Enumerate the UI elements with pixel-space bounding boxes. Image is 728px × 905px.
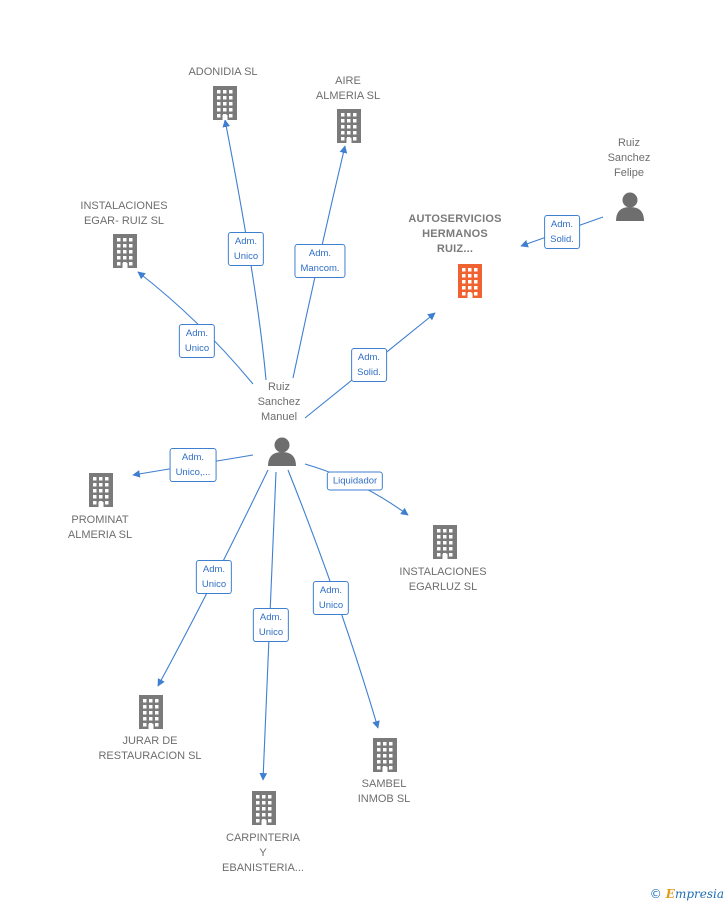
brand-initial: E [665,887,675,901]
node-label-line: EBANISTERIA... [222,862,304,874]
edge-label-line: Unico [233,251,259,262]
edge-label-prominat[interactable]: Adm. Unico,... [169,448,217,482]
node-label-line: RUIZ... [436,243,474,255]
node-label-line: PROMINAT [71,514,129,526]
node-label-line: EGAR- RUIZ SL [83,215,165,227]
node-label-line: RESTAURACION SL [98,750,202,762]
node-label-line: INSTALACIONES [399,566,487,578]
edge-label-autoservicios[interactable]: Adm. Solid. [351,348,387,382]
edge-label-aire[interactable]: Adm. Mancom. [294,244,346,278]
node-label-line: AUTOSERVICIOS [408,213,502,225]
edge-label-line: Adm. [234,236,258,247]
icons-layer [89,86,644,825]
node-label-line: HERMANOS [422,228,488,240]
edge-label-line: Liquidador [332,475,378,487]
building-icon[interactable] [252,791,276,825]
node-label-line: ALMERIA SL [67,529,133,541]
person-icon[interactable] [268,437,296,467]
edge-label-line: Unico [201,579,227,590]
edge-label-line: Adm. [550,219,574,230]
node-label-line: CARPINTERIA [226,832,300,844]
node-label-line: Ruiz [617,137,640,149]
node-label-line: INSTALACIONES [80,200,168,212]
copyright-icon: © [649,887,662,901]
node-label-instalaciones_egar[interactable]: INSTALACIONES EGAR- RUIZ SL [80,199,167,229]
edge-label-autoservicios[interactable]: Adm. Solid. [544,215,580,249]
edge-label-line: Solid. [550,234,574,245]
node-label-aire[interactable]: AIRE ALMERIA SL [316,74,380,104]
brand-name: mpresia [674,887,724,901]
node-label-line: Ruiz [267,381,290,393]
node-label-line: INMOB SL [357,793,411,805]
building-icon[interactable] [139,695,163,729]
node-label-prominat[interactable]: PROMINAT ALMERIA SL [68,513,132,543]
edge-label-egarluz[interactable]: Liquidador [326,471,384,491]
edge-label-line: Solid. [357,367,381,378]
node-label-line: AIRE [335,75,361,87]
edge-label-line: Adm. [357,352,381,363]
edge-label-sambel[interactable]: Adm. Unico [312,581,350,615]
edge-label-line: Adm. [308,248,332,259]
node-label-line: Manuel [260,411,298,423]
node-label-autoservicios[interactable]: AUTOSERVICIOS HERMANOS RUIZ... [408,212,501,257]
node-label-line: JURAR DE [122,735,178,747]
edge-label-line: Unico [318,600,344,611]
person-icon[interactable] [616,192,644,222]
node-label-line: EGARLUZ SL [408,581,478,593]
edge-label-line: Adm. [202,564,226,575]
building-icon[interactable] [433,525,457,559]
edge-label-line: Unico [258,627,284,638]
building-icon[interactable] [89,473,113,507]
building-icon[interactable] [213,86,237,120]
edge-label-line: Adm. [319,585,343,596]
node-label-line: ALMERIA SL [315,90,381,102]
edge-label-adonidia[interactable]: Adm. Unico [227,232,265,266]
edge-label-line: Mancom. [300,263,340,274]
edge-label-jurar[interactable]: Adm. Unico [195,560,233,594]
node-label-carpinteria[interactable]: CARPINTERIA Y EBANISTERIA... [222,831,304,876]
node-label-line: Sanchez [257,396,301,408]
edge-label-line: Adm. [259,612,283,623]
node-label-adonidia[interactable]: ADONIDIA SL [188,65,257,80]
node-label-jurar[interactable]: JURAR DE RESTAURACION SL [98,734,201,764]
edge-label-line: Adm. [185,328,209,339]
node-label-line: Y [259,847,267,859]
edge-label-line: Unico,... [175,467,211,478]
edge-ruiz_manuel-to-adonidia [222,119,267,381]
node-label-line: Sanchez [607,152,651,164]
node-label-line: ADONIDIA SL [188,66,258,78]
edge-label-carpinteria[interactable]: Adm. Unico [252,608,290,642]
building-icon[interactable] [373,738,397,772]
building-icon[interactable] [337,109,361,143]
edge-label-line: Unico [184,343,210,354]
node-label-sambel[interactable]: SAMBEL INMOB SL [358,777,411,807]
edge-label-line: Adm. [181,452,205,463]
brand-footer[interactable]: ©Empresia [650,887,724,901]
building-icon[interactable] [113,234,137,268]
building-icon[interactable] [458,264,482,298]
edge-label-instalaciones_egar[interactable]: Adm. Unico [178,324,216,358]
node-label-line: Felipe [614,167,644,179]
node-label-line: SAMBEL [361,778,407,790]
node-label-egarluz[interactable]: INSTALACIONES EGARLUZ SL [399,565,486,595]
